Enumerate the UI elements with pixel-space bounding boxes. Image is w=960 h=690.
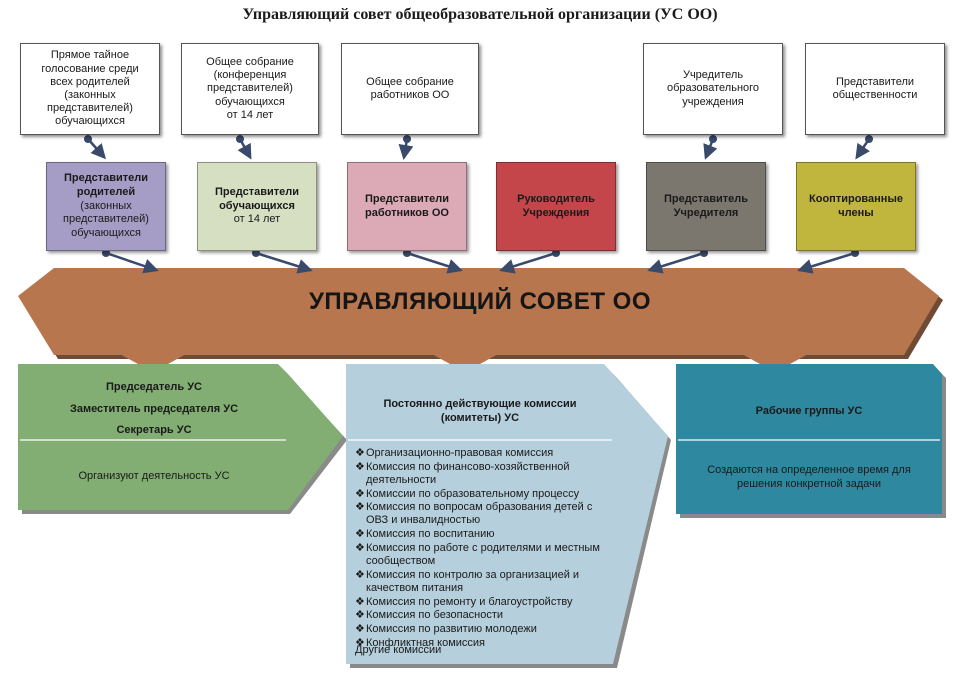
band-connector-right: [740, 353, 810, 364]
commission-item-label: Организационно-правовая комиссия: [366, 447, 554, 459]
commission-item-label: Комиссия по финансово-хозяйственной деят…: [366, 460, 570, 486]
diamond-bullet-icon: ❖: [355, 568, 365, 581]
rep-coopted-title: Кооптированные члены: [809, 192, 903, 219]
page-title: Управляющий совет общеобразовательной ор…: [242, 6, 718, 23]
rep-parents-title: Представители родителей: [64, 172, 148, 198]
band-connector-left: [118, 353, 188, 364]
commission-item-label: Комиссия по развитию молодежи: [366, 622, 537, 635]
role-vice-chair: Заместитель председателя УС: [69, 403, 239, 415]
rep-founder-title: Представитель Учредителя: [664, 192, 748, 219]
source-connectors: [83, 134, 874, 160]
working-groups-description: Создаются на определенное время для реше…: [707, 464, 911, 491]
source-staff-meeting: Общее собрание работников ОО: [341, 43, 479, 135]
diamond-bullet-icon: ❖: [355, 609, 365, 622]
rep-staff: Представители работников ОО: [347, 162, 467, 251]
commission-item: ❖Комиссия по воспитанию: [355, 528, 603, 541]
leadership-panel: [18, 364, 343, 510]
rep-founder: Представитель Учредителя: [646, 162, 766, 251]
commission-item-label: Комиссия по воспитанию: [366, 528, 495, 541]
council-label: УПРАВЛЯЮЩИЙ СОВЕТ ОО: [308, 288, 651, 315]
commission-item-label: Комиссия по вопросам образования детей с…: [366, 501, 593, 527]
working-groups-heading: Рабочие группы УС: [755, 405, 863, 417]
leadership-description: Организуют деятельность УС: [78, 470, 230, 482]
commission-item: ❖Организационно-правовая комиссия: [355, 447, 603, 460]
other-commissions: Другие комиссии: [355, 644, 442, 656]
diamond-bullet-icon: ❖: [355, 460, 365, 473]
rep-head-title: Руководитель Учреждения: [517, 192, 595, 219]
rep-staff-title: Представители работников ОО: [365, 192, 449, 219]
commission-item: ❖Комиссии по образовательному процессу: [355, 488, 603, 501]
role-chair: Председатель УС: [105, 381, 202, 393]
source-founder: Учредитель образовательного учреждения: [643, 43, 783, 135]
source-public: Представители общественности: [805, 43, 945, 135]
diamond-bullet-icon: ❖: [355, 501, 365, 514]
commission-item: ❖Комиссия по ремонту и благоустройству: [355, 596, 603, 609]
commission-list: ❖Организационно-правовая комиссия❖Комисс…: [355, 447, 603, 650]
commissions-panel: [346, 364, 668, 664]
diamond-bullet-icon: ❖: [355, 636, 365, 649]
commission-item-label: Комиссия по работе с родителями и местны…: [366, 541, 600, 567]
rep-head: Руководитель Учреждения: [496, 162, 616, 251]
commission-item: ❖Комиссия по вопросам образования детей …: [355, 501, 603, 527]
commission-item: ❖Конфликтная комиссия: [355, 637, 603, 650]
rep-coopted: Кооптированные члены: [796, 162, 916, 251]
commission-item: ❖Комиссия по безопасности: [355, 609, 603, 622]
commission-item-label: Комиссия по контролю за организацией и к…: [366, 568, 580, 594]
commission-item: ❖Комиссия по контролю за организацией и …: [355, 569, 603, 595]
diamond-bullet-icon: ❖: [355, 622, 365, 635]
diamond-bullet-icon: ❖: [355, 528, 365, 541]
diamond-bullet-icon: ❖: [355, 595, 365, 608]
commission-item-label: Комиссии по образовательному процессу: [366, 487, 580, 500]
commissions-heading: Постоянно действующие комиссии (комитеты…: [383, 398, 577, 425]
commission-item-label: Комиссия по ремонту и благоустройству: [366, 595, 573, 608]
commission-item-label: Комиссия по безопасности: [366, 609, 504, 622]
rep-parents: Представители родителей (законных предст…: [46, 162, 166, 251]
rep-students-title: Представители обучающихся: [215, 185, 299, 212]
council-connectors: [101, 248, 860, 274]
source-students-meeting: Общее собрание (конференция представител…: [181, 43, 319, 135]
council-band: [18, 268, 939, 355]
working-groups-panel: [676, 364, 942, 514]
commission-item: ❖Комиссия по финансово-хозяйственной дея…: [355, 461, 603, 487]
rep-parents-subtitle: (законных представителей) обучающихся: [63, 199, 149, 240]
rep-students: Представители обучающихся от 14 лет: [197, 162, 317, 251]
diamond-bullet-icon: ❖: [355, 487, 365, 500]
band-connector-center: [430, 353, 500, 364]
rep-students-subtitle: от 14 лет: [233, 213, 281, 226]
commission-item: ❖Комиссия по работе с родителями и местн…: [355, 542, 603, 568]
commission-item: ❖Комиссия по развитию молодежи: [355, 623, 603, 636]
role-secretary: Секретарь УС: [116, 424, 192, 436]
diamond-bullet-icon: ❖: [355, 541, 365, 554]
commission-item-label: Конфликтная комиссия: [366, 636, 486, 649]
diamond-bullet-icon: ❖: [355, 447, 365, 459]
source-parents-vote: Прямое тайное голосование среди всех род…: [20, 43, 160, 135]
